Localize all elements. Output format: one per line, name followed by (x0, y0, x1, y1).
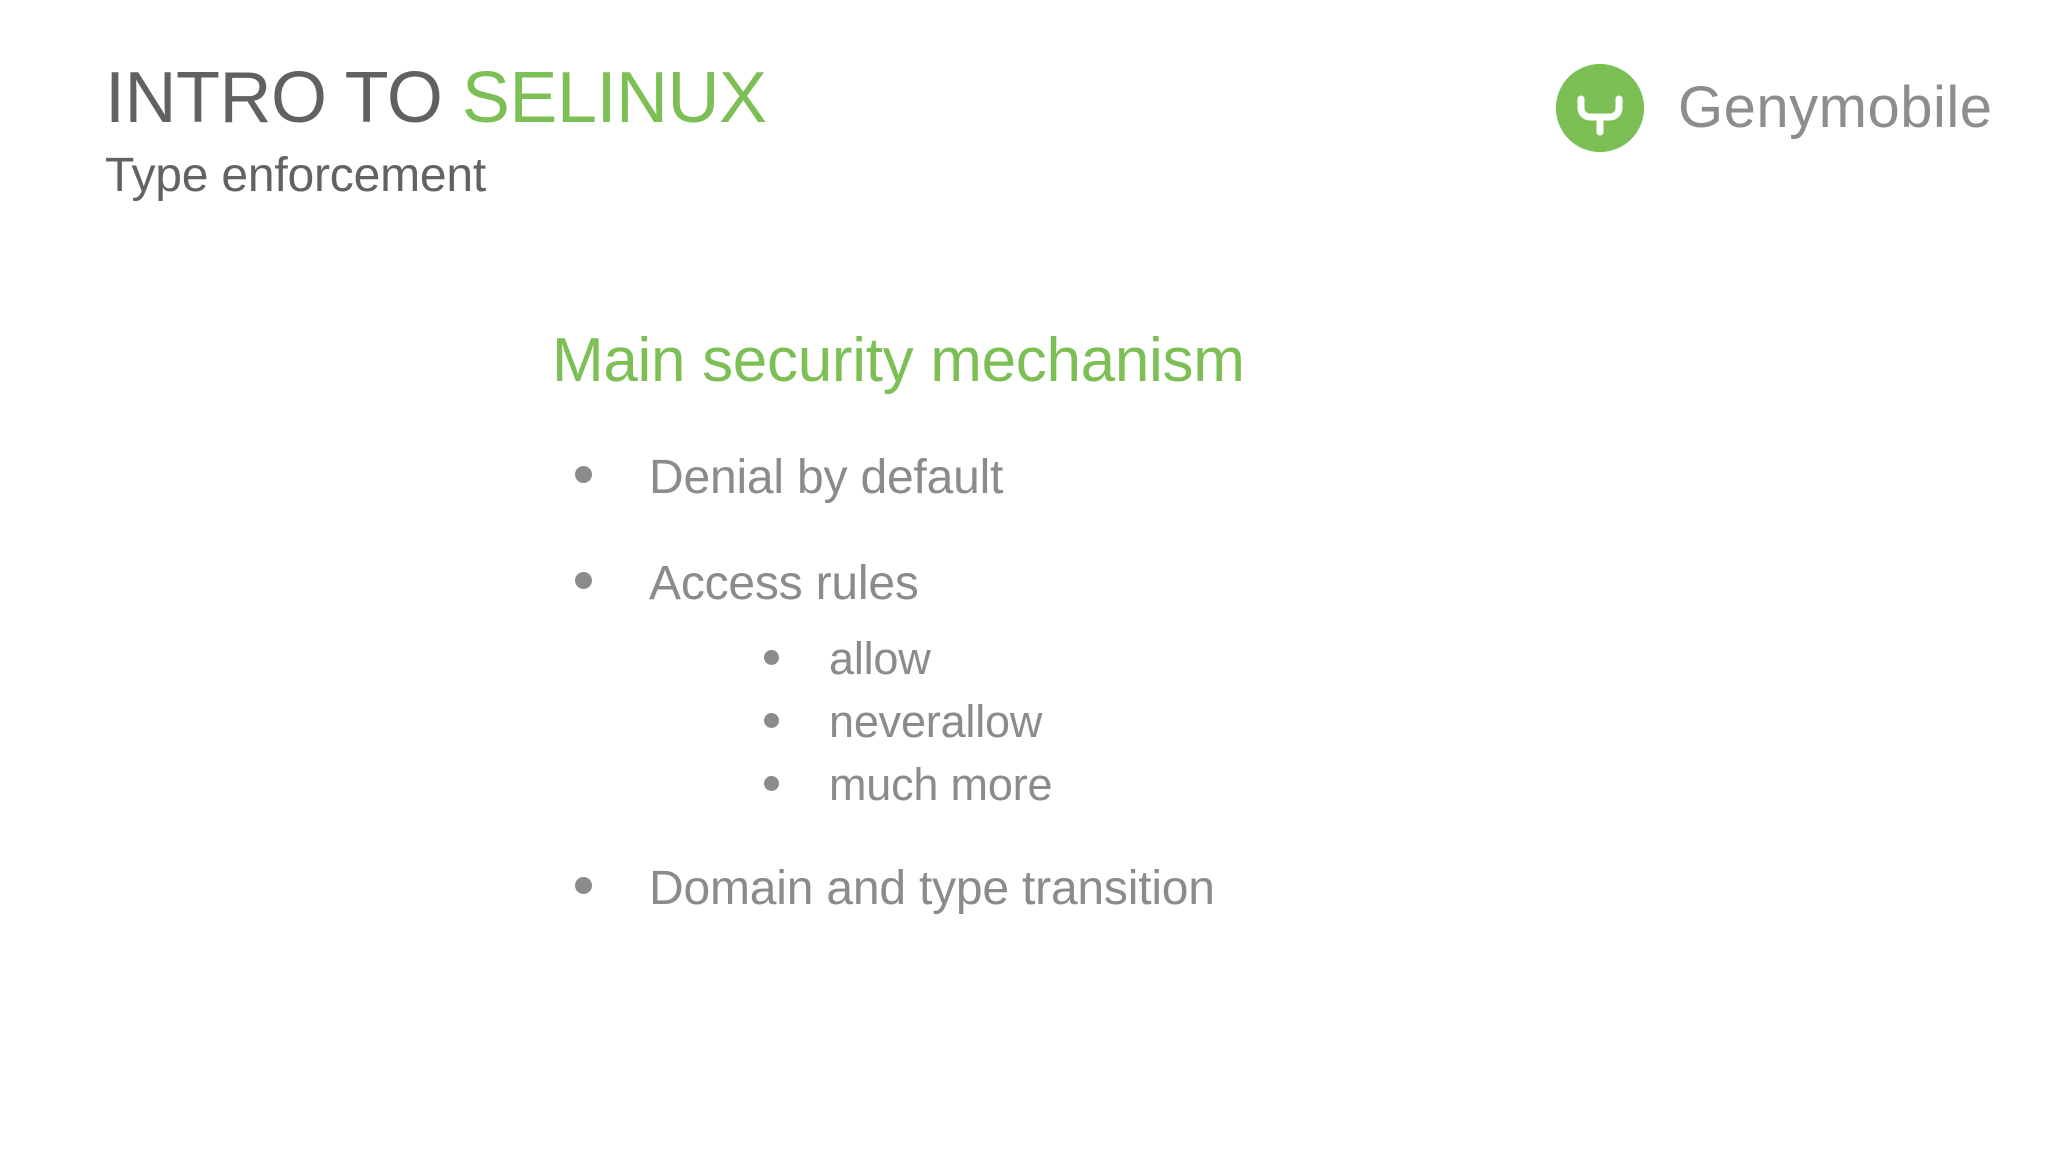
sub-bullet-list: allow neverallow much more (649, 608, 1052, 807)
slide-header: INTRO TO SELINUX Type enforcement Genymo… (0, 0, 2048, 230)
brand-logo: Genymobile (1556, 64, 1992, 152)
sub-bullet-dot-icon (764, 776, 779, 791)
list-item: Access rules allow neverallow much m (575, 560, 2048, 807)
sub-list-item: much more (764, 762, 1052, 807)
page-title-accent: SELINUX (461, 58, 767, 138)
list-item: Denial by default (575, 454, 2048, 502)
title-block: INTRO TO SELINUX Type enforcement (105, 62, 767, 202)
sub-bullet-dot-icon (764, 650, 779, 665)
brand-wordmark: Genymobile (1678, 75, 1993, 140)
bullet-dot-icon (575, 877, 592, 894)
genymobile-goalpost-icon (1556, 64, 1644, 152)
list-item: Domain and type transition (575, 865, 2048, 913)
sub-bullet-dot-icon (764, 713, 779, 728)
sub-list-item: neverallow (764, 699, 1052, 744)
list-item-label: Denial by default (649, 451, 1004, 504)
page-title-primary: INTRO TO (105, 58, 462, 138)
list-item-label: Domain and type transition (649, 862, 1215, 915)
bullet-dot-icon (575, 466, 592, 483)
page-subtitle: Type enforcement (105, 149, 487, 202)
page-title: INTRO TO SELINUX (105, 62, 767, 134)
bullet-list: Denial by default Access rules allow ne (0, 392, 2048, 913)
bullet-dot-icon (575, 572, 592, 589)
list-item-label: Access rules (649, 557, 919, 610)
sub-list-item-label: neverallow (829, 696, 1043, 747)
section-heading: Main security mechanism (552, 326, 1245, 395)
slide-body: Main security mechanism Denial by defaul… (0, 330, 2048, 913)
sub-list-item-label: allow (829, 633, 931, 684)
sub-list-item: allow (764, 636, 1052, 681)
sub-list-item-label: much more (829, 759, 1053, 810)
